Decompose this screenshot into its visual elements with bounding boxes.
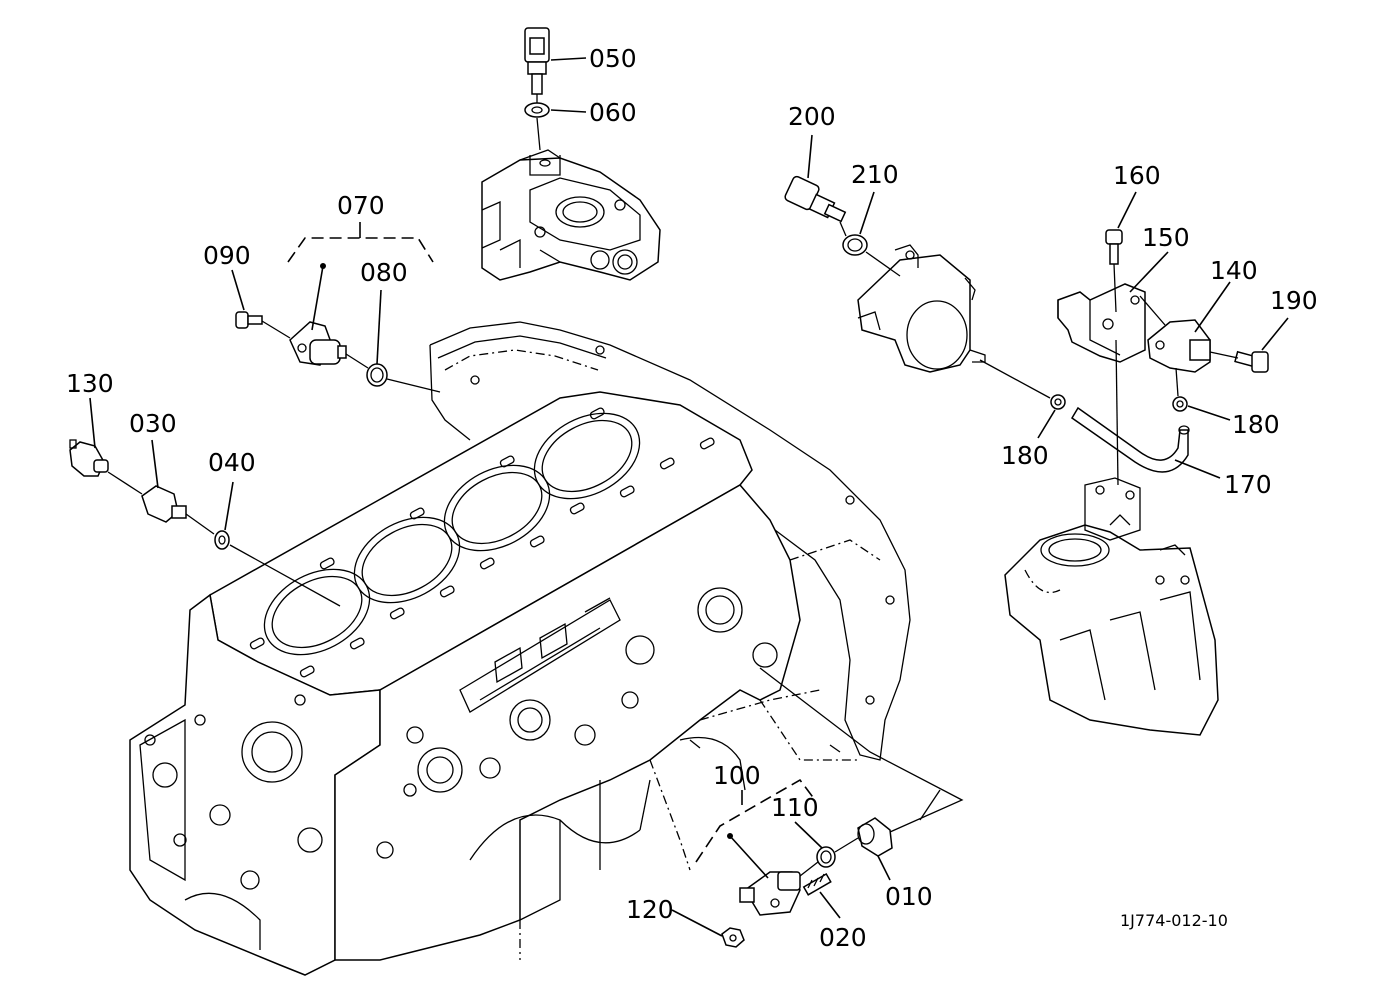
intake-manifold [1004, 477, 1219, 736]
drawing-code: 1J774-012-10 [1120, 911, 1228, 930]
part-170-hose [1070, 406, 1190, 473]
callout-160: 160 [1113, 161, 1161, 190]
part-080-oring [366, 363, 388, 387]
callout-020: 020 [819, 923, 867, 952]
part-100-sensor [739, 871, 801, 916]
callout-labels: 050 060 070 080 090 130 030 040 200 210 … [66, 44, 1318, 952]
part-050-sensor [524, 27, 550, 95]
part-140-sensor [1147, 319, 1211, 373]
part-020-stud [802, 873, 832, 896]
thermostat-cover [857, 244, 986, 373]
callout-080: 080 [360, 258, 408, 287]
part-070-sensor [289, 321, 347, 366]
callout-060: 060 [589, 98, 637, 127]
callout-030: 030 [129, 409, 177, 438]
part-160-bolt [1105, 229, 1123, 265]
part-040-washer [214, 530, 230, 550]
callout-140: 140 [1210, 256, 1258, 285]
part-180-clamp-left [1050, 394, 1066, 410]
callout-170: 170 [1224, 470, 1272, 499]
part-130-switch [69, 439, 109, 477]
callout-040: 040 [208, 448, 256, 477]
callout-050: 050 [589, 44, 637, 73]
part-110-oring [816, 846, 836, 868]
callout-150: 150 [1142, 223, 1190, 252]
callout-110: 110 [771, 793, 819, 822]
callout-090: 090 [203, 241, 251, 270]
callout-200: 200 [788, 102, 836, 131]
part-120-nut [721, 927, 745, 948]
part-200-sensor [784, 175, 847, 223]
callout-180-left: 180 [1001, 441, 1049, 470]
callout-130: 130 [66, 369, 114, 398]
part-190-bolt [1234, 350, 1269, 373]
callout-070: 070 [337, 191, 385, 220]
callout-010: 010 [885, 882, 933, 911]
engine-block [129, 321, 911, 976]
leader-lines [89, 57, 1289, 937]
part-210-oring [842, 234, 868, 256]
callout-190: 190 [1270, 286, 1318, 315]
part-150-bracket [1057, 283, 1146, 363]
callout-100: 100 [713, 761, 761, 790]
part-010-bushing [857, 817, 893, 857]
part-030-adapter [141, 485, 187, 523]
part-090-bolt [235, 311, 263, 329]
callout-180-right: 180 [1232, 410, 1280, 439]
callout-210: 210 [851, 160, 899, 189]
callout-120: 120 [626, 895, 674, 924]
part-060-washer [524, 102, 550, 118]
part-180-clamp-right [1172, 396, 1188, 412]
water-flange-housing [481, 149, 661, 281]
